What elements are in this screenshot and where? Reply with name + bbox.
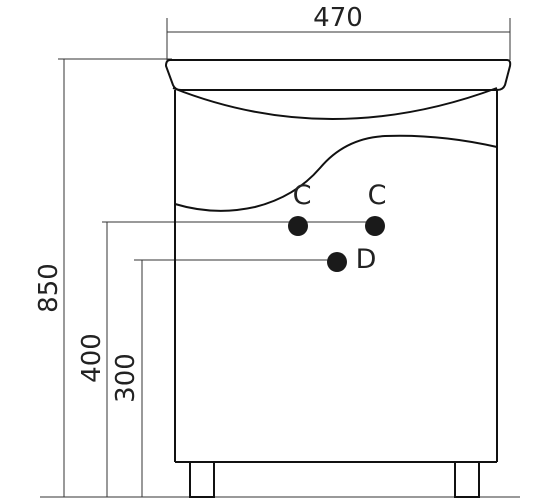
- c-right-point: [365, 216, 385, 236]
- c-right-label: C: [368, 180, 387, 211]
- countertop: [164, 59, 512, 91]
- connection-points: C C D: [288, 180, 386, 275]
- d-height-label: 300: [111, 353, 141, 403]
- wave-divider: [174, 134, 498, 212]
- leg-right: [454, 461, 480, 498]
- c-left-label: C: [293, 180, 312, 211]
- height-dimension: 850: [34, 58, 172, 497]
- width-dimension: 470: [166, 3, 511, 60]
- height-label: 850: [34, 263, 64, 313]
- width-label: 470: [313, 3, 363, 33]
- c-height-dimension: 400: [77, 221, 378, 497]
- cabinet: [164, 59, 512, 498]
- c-left-point: [288, 216, 308, 236]
- c-height-label: 400: [77, 333, 107, 383]
- leg-left: [189, 461, 215, 498]
- d-label: D: [356, 244, 377, 275]
- basin-curve: [172, 87, 498, 120]
- d-point: [327, 252, 347, 272]
- d-height-dimension: 300: [111, 259, 336, 497]
